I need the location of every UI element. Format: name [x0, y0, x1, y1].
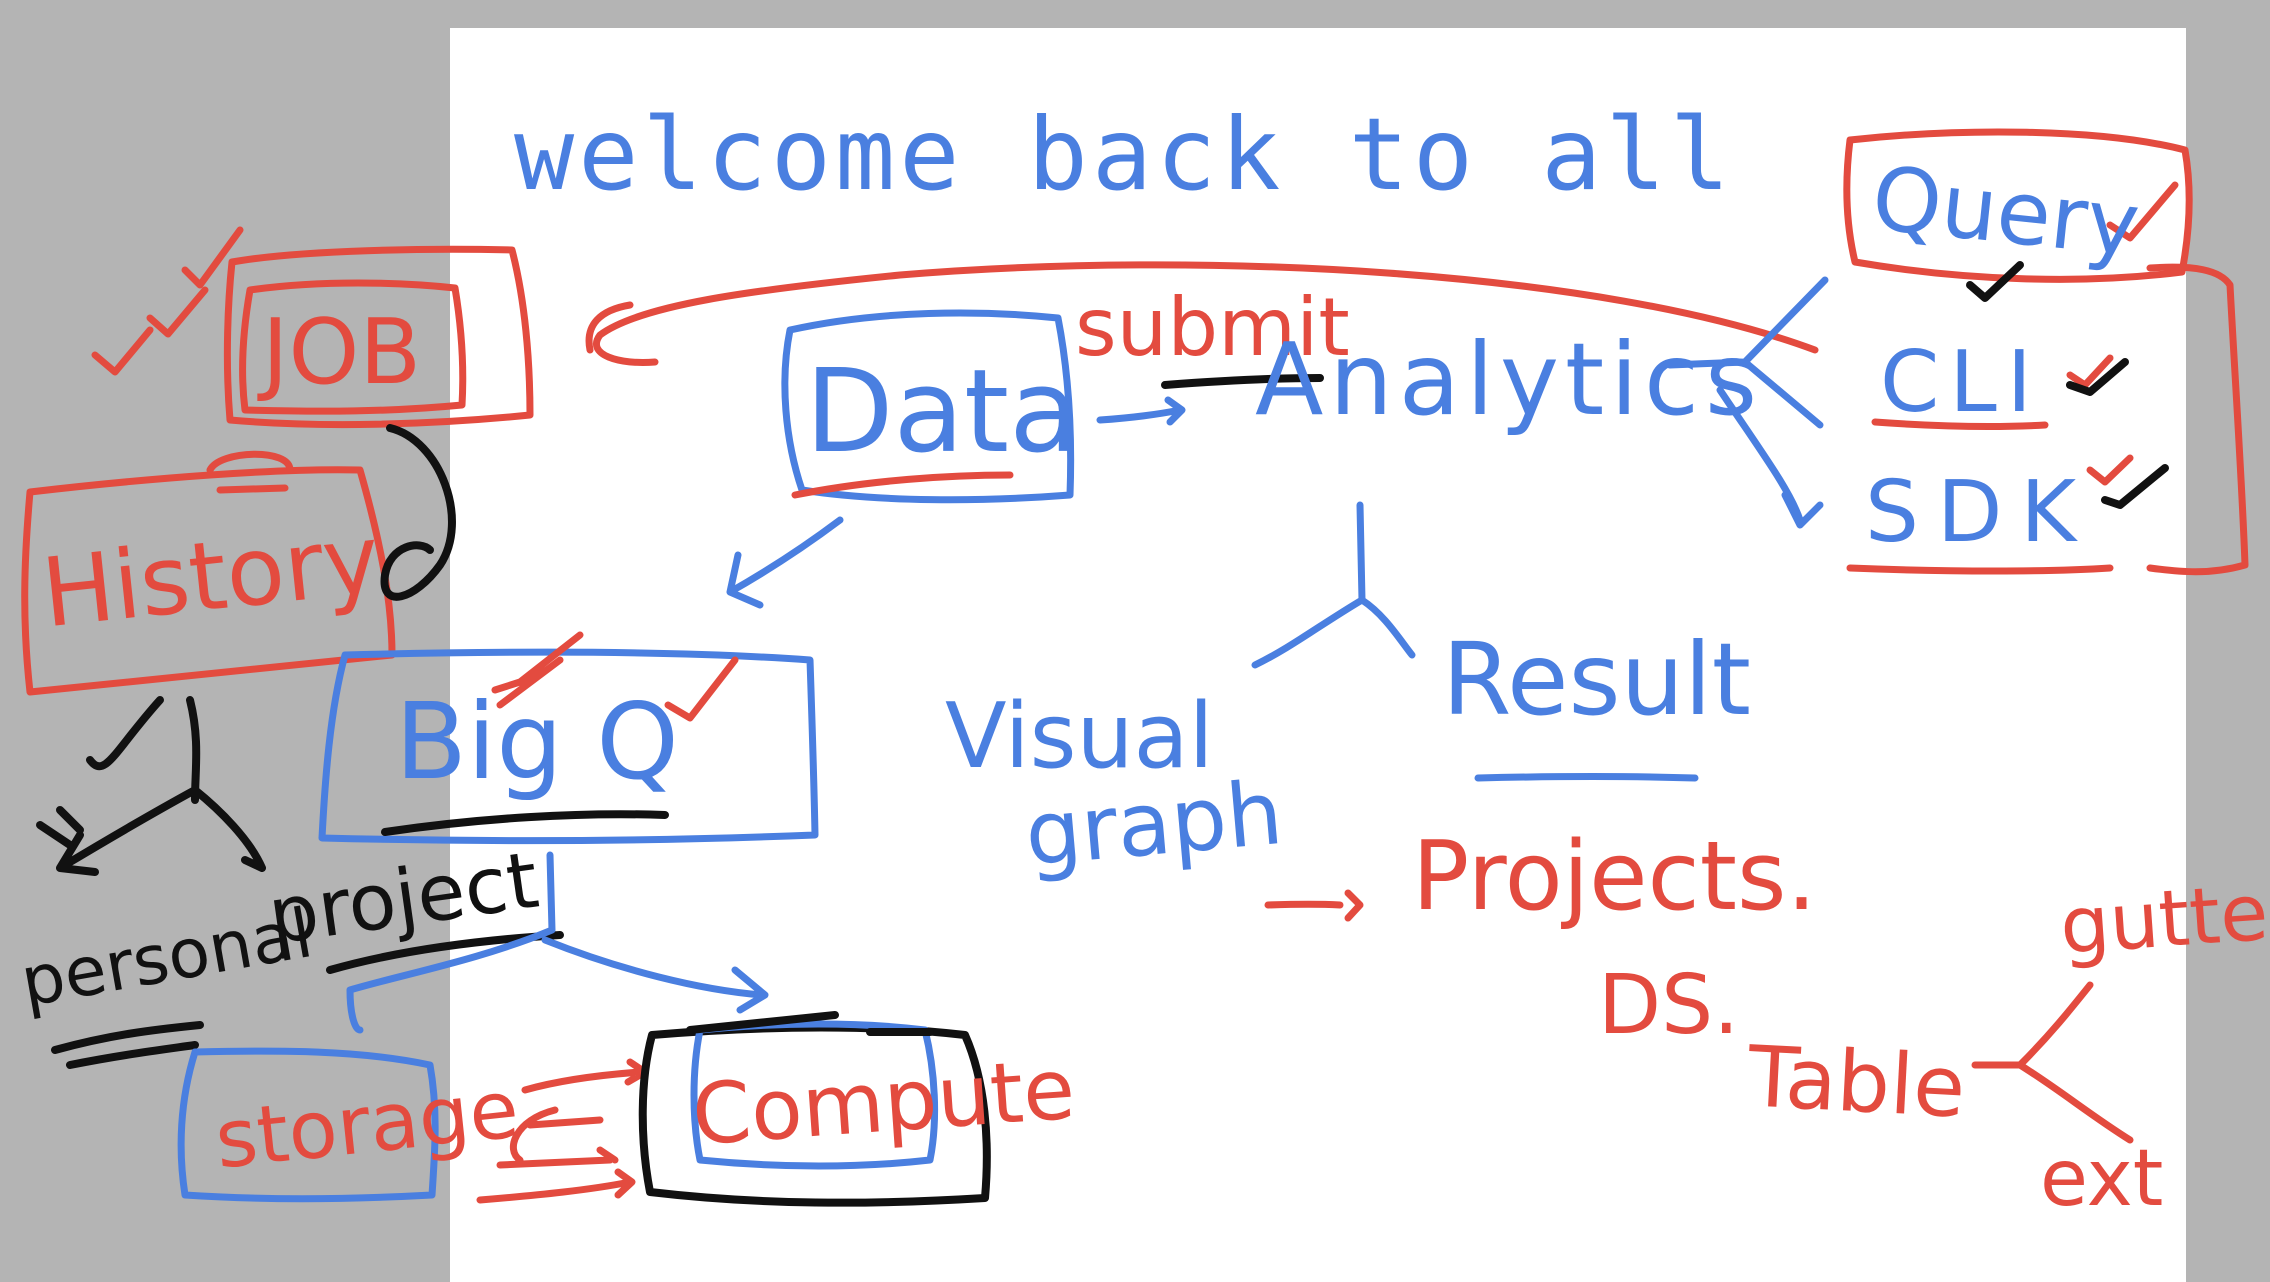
bigq-box [318, 648, 819, 845]
visual-label: Visual [945, 684, 1214, 789]
query-box [1843, 128, 2193, 283]
compute-top-line [686, 1011, 934, 1036]
data-analytics-arrow [1096, 396, 1186, 426]
ds-label: DS. [1598, 958, 1740, 1053]
query-check-black [1966, 261, 2024, 302]
job-history-arrow [380, 424, 456, 601]
analytics-tree [1251, 501, 1416, 669]
query-check-red [2106, 181, 2179, 242]
data-box [781, 309, 1075, 504]
cli-sdk-bracket [2146, 263, 2249, 576]
graph-label: graph [1020, 760, 1287, 887]
history-check [86, 696, 164, 771]
cli-label: CLI [1880, 333, 2042, 432]
slide-title: welcome back to all [514, 96, 1734, 213]
job-inner-box [239, 279, 467, 415]
personal-underline [51, 1021, 204, 1069]
projects-label: Projects. [1412, 822, 1817, 932]
job-check-1 [91, 326, 154, 376]
bigq-check-2 [664, 656, 739, 722]
analytics-branches [1666, 276, 1829, 529]
bigq-label: Big Q [395, 681, 679, 803]
sdk-check-black [2101, 464, 2169, 509]
data-underline [791, 471, 1014, 499]
compute-inner-box [690, 1020, 939, 1170]
analytics-label: Analytics [1255, 321, 1764, 438]
compute-label: Compute [689, 1039, 1078, 1165]
cli-sdk-underlines [1846, 418, 2114, 575]
cli-check-red [2066, 354, 2114, 389]
sdk-label: SDK [1865, 463, 2095, 562]
table-label: Table [1745, 1027, 1968, 1137]
history-connector [206, 450, 294, 494]
gutter-label: gutter [2057, 865, 2270, 973]
job-outer-box [223, 245, 534, 429]
cli-check-black [2066, 358, 2129, 396]
submit-underline [1161, 374, 1324, 389]
result-underline [1474, 773, 1699, 782]
query-label: Query [1867, 146, 2145, 277]
data-label: Data [805, 345, 1080, 479]
bigq-underline [381, 810, 669, 836]
history-tree-branches [56, 696, 266, 876]
job-check-3 [181, 226, 244, 289]
table-branches [1971, 981, 2134, 1144]
bigq-compute-arrow [346, 851, 769, 1034]
bigq-check-1 [491, 631, 584, 709]
job-label: JOB [262, 300, 422, 405]
result-label: Result [1442, 621, 1751, 738]
sdk-check-red [2086, 454, 2134, 486]
submit-label: submit [1075, 281, 1350, 374]
tree-left-tick [36, 806, 84, 849]
data-bigq-arrow [726, 516, 844, 609]
query-return-curve [585, 261, 1819, 367]
job-check-2 [146, 286, 209, 338]
storage-box [177, 1047, 439, 1203]
ext-label: ext [2040, 1134, 2164, 1224]
graph-projects-arrow [1264, 889, 1364, 922]
